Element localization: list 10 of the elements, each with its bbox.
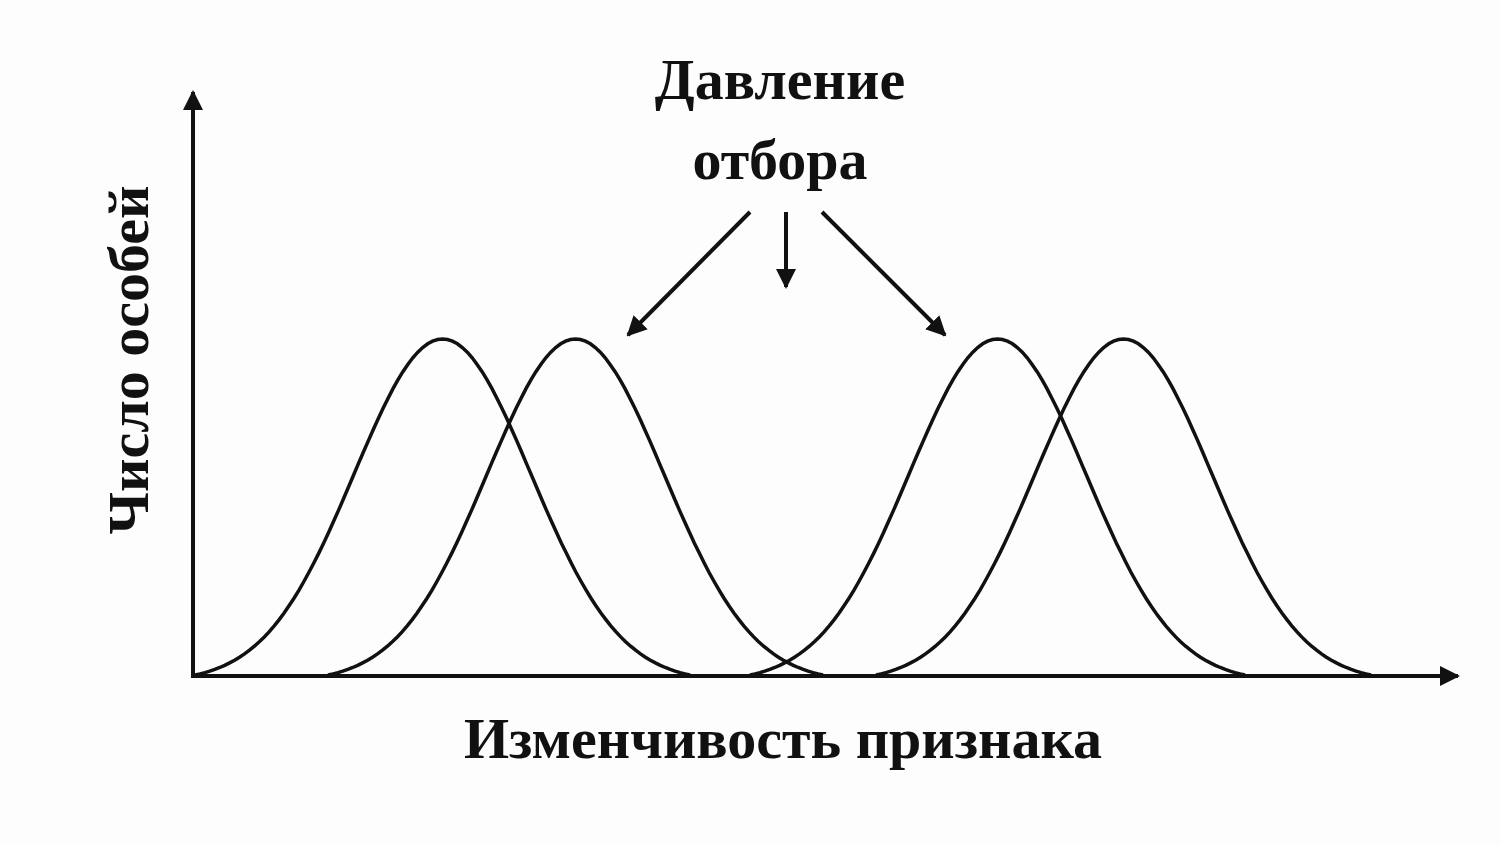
arrow bbox=[776, 212, 796, 289]
bell-curve bbox=[328, 335, 823, 677]
axis-title: Число особей bbox=[95, 185, 162, 535]
axis-title: Изменчивость признака bbox=[462, 705, 1104, 772]
arrow bbox=[626, 210, 752, 337]
bell-curve bbox=[195, 335, 690, 677]
bell-curve bbox=[750, 335, 1245, 677]
bell-curve bbox=[876, 335, 1371, 677]
heading-text: Давление отбора bbox=[653, 46, 907, 194]
arrow bbox=[820, 210, 947, 337]
